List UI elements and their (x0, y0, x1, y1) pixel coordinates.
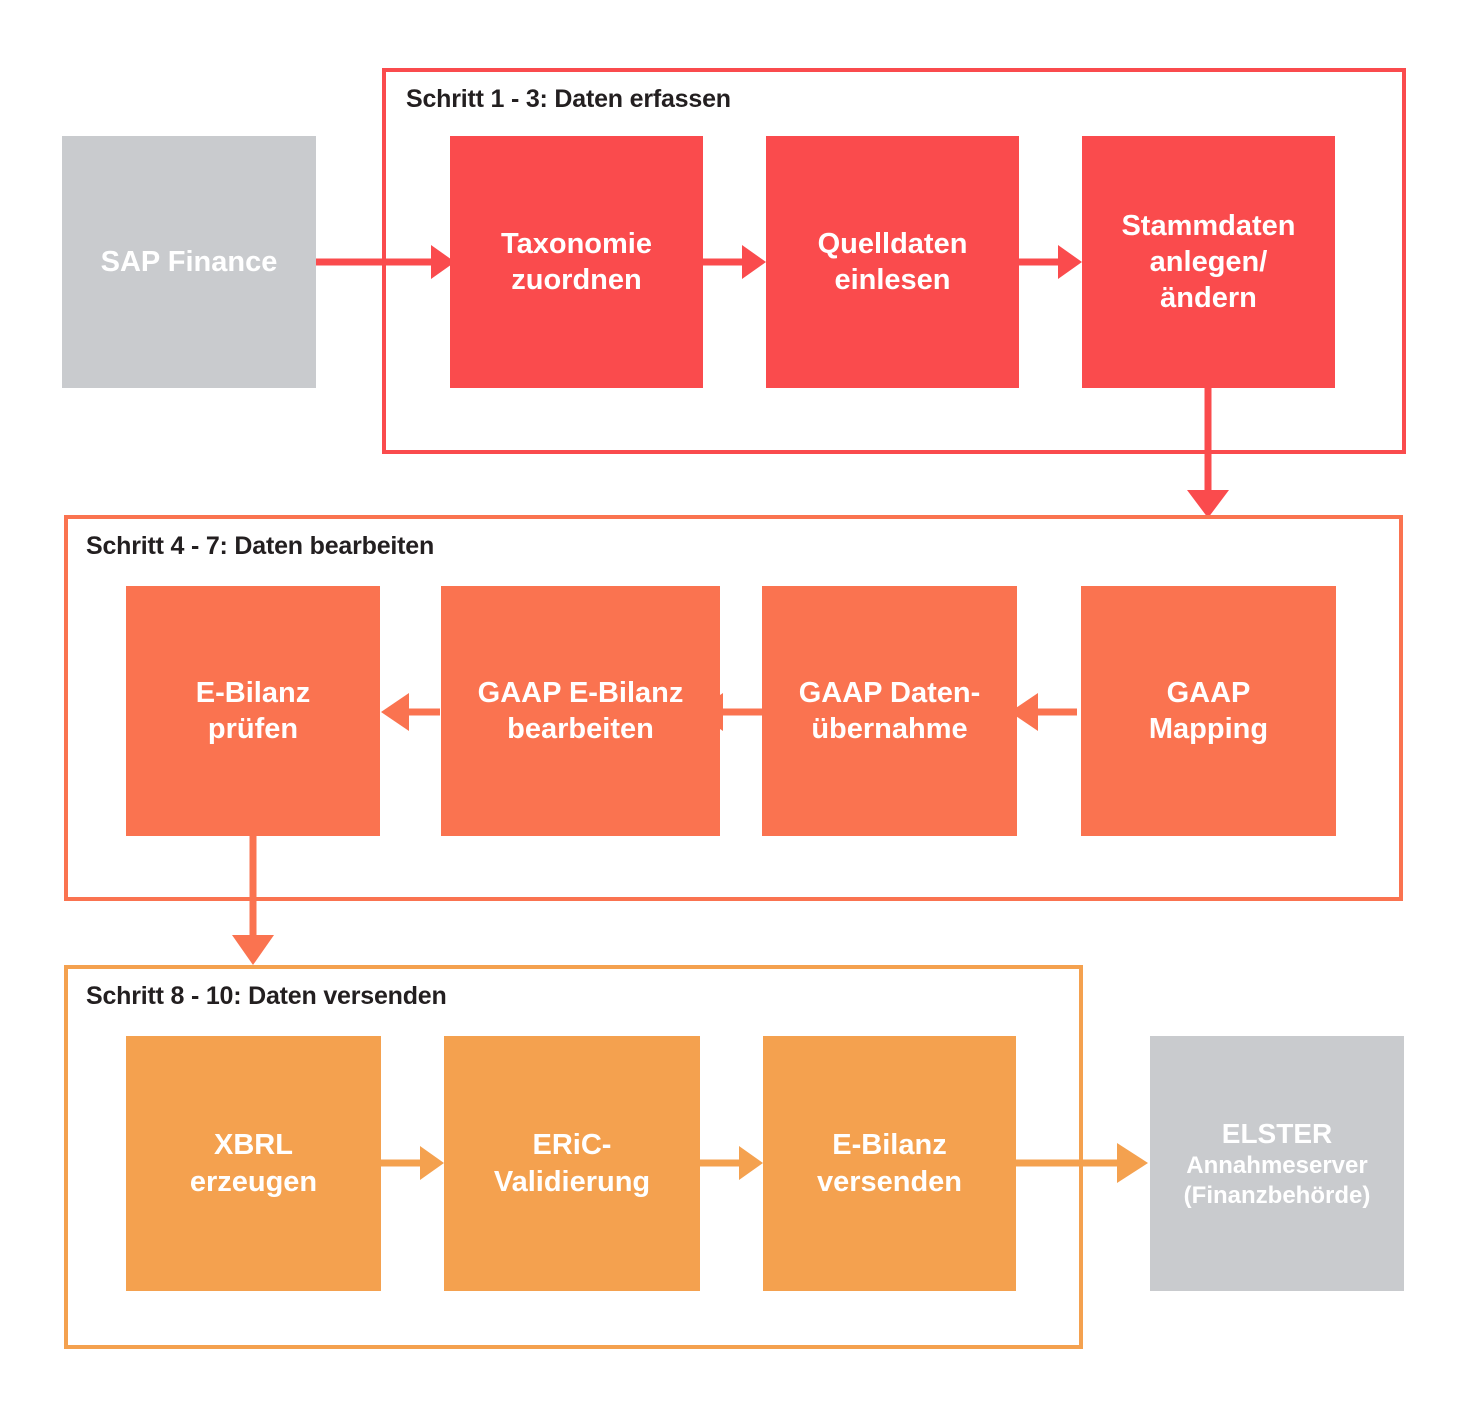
node-gaap-datenuebernahme-label: GAAP Daten- übernahme (798, 676, 981, 745)
node-stammdaten-anlegen-aendern[interactable]: Stammdaten anlegen/ ändern (1082, 136, 1335, 388)
group-title-schritt-8-10: Schritt 8 - 10: Daten versenden (86, 982, 447, 1010)
node-elster-annahmeserver[interactable]: ELSTER Annahmeserver (Finanzbehörde) (1150, 1036, 1404, 1291)
node-taxonomie-zuordnen-label: Taxonomie zuordnen (501, 227, 652, 296)
node-gaap-datenuebernahme[interactable]: GAAP Daten- übernahme (762, 586, 1017, 836)
node-taxonomie-zuordnen[interactable]: Taxonomie zuordnen (450, 136, 703, 388)
node-gaap-ebilanz-bearbeiten-label: GAAP E-Bilanz bearbeiten (477, 676, 684, 745)
node-ebilanz-pruefen[interactable]: E-Bilanz prüfen (126, 586, 380, 836)
node-sap-finance[interactable]: SAP Finance (62, 136, 316, 388)
node-stammdaten-anlegen-aendern-label: Stammdaten anlegen/ ändern (1121, 209, 1296, 315)
node-elster-annahmeserver-label: ELSTER Annahmeserver (Finanzbehörde) (1183, 1118, 1371, 1209)
node-eric-validierung[interactable]: ERiC- Validierung (444, 1036, 700, 1291)
node-ebilanz-pruefen-label: E-Bilanz prüfen (195, 676, 311, 745)
node-eric-validierung-label: ERiC- Validierung (493, 1129, 651, 1198)
group-frame-schritt-8-10 (64, 965, 1083, 1349)
group-title-schritt-1-3: Schritt 1 - 3: Daten erfassen (406, 85, 731, 113)
group-frame-schritt-4-7 (64, 515, 1403, 901)
node-ebilanz-versenden-label: E-Bilanz versenden (816, 1129, 963, 1198)
node-quelldaten-einlesen-label: Quelldaten einlesen (817, 227, 968, 296)
node-ebilanz-versenden[interactable]: E-Bilanz versenden (763, 1036, 1016, 1291)
node-quelldaten-einlesen[interactable]: Quelldaten einlesen (766, 136, 1019, 388)
group-title-schritt-4-7: Schritt 4 - 7: Daten bearbeiten (86, 532, 435, 560)
node-gaap-mapping[interactable]: GAAP Mapping (1081, 586, 1336, 836)
node-sap-finance-label: SAP Finance (100, 245, 278, 278)
group-frame-schritt-1-3 (382, 68, 1406, 454)
node-xbrl-erzeugen[interactable]: XBRL erzeugen (126, 1036, 381, 1291)
node-gaap-mapping-label: GAAP Mapping (1148, 676, 1269, 745)
node-xbrl-erzeugen-label: XBRL erzeugen (189, 1129, 318, 1198)
node-gaap-ebilanz-bearbeiten[interactable]: GAAP E-Bilanz bearbeiten (441, 586, 720, 836)
